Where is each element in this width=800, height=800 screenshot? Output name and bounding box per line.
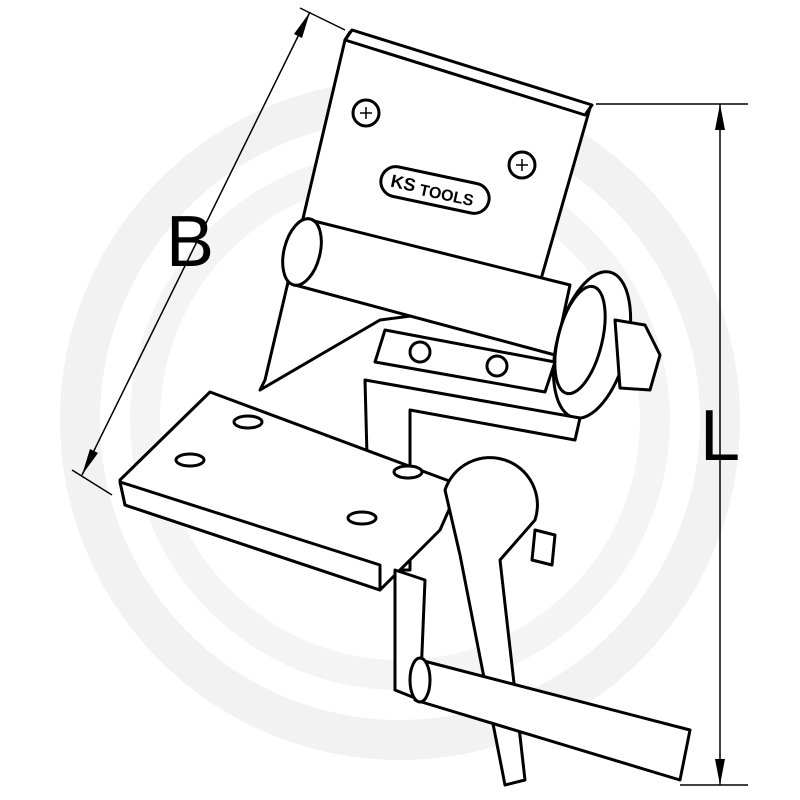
dimension-l-label: L	[700, 396, 741, 476]
dimension-b-line	[71, 7, 346, 496]
screw-icon	[351, 98, 381, 128]
dimension-b-label: B	[166, 202, 215, 282]
dimension-l-line	[596, 103, 748, 786]
base-plate	[118, 390, 462, 592]
roller	[281, 217, 662, 420]
screw-icon	[507, 150, 537, 180]
crank-handle	[393, 456, 692, 787]
